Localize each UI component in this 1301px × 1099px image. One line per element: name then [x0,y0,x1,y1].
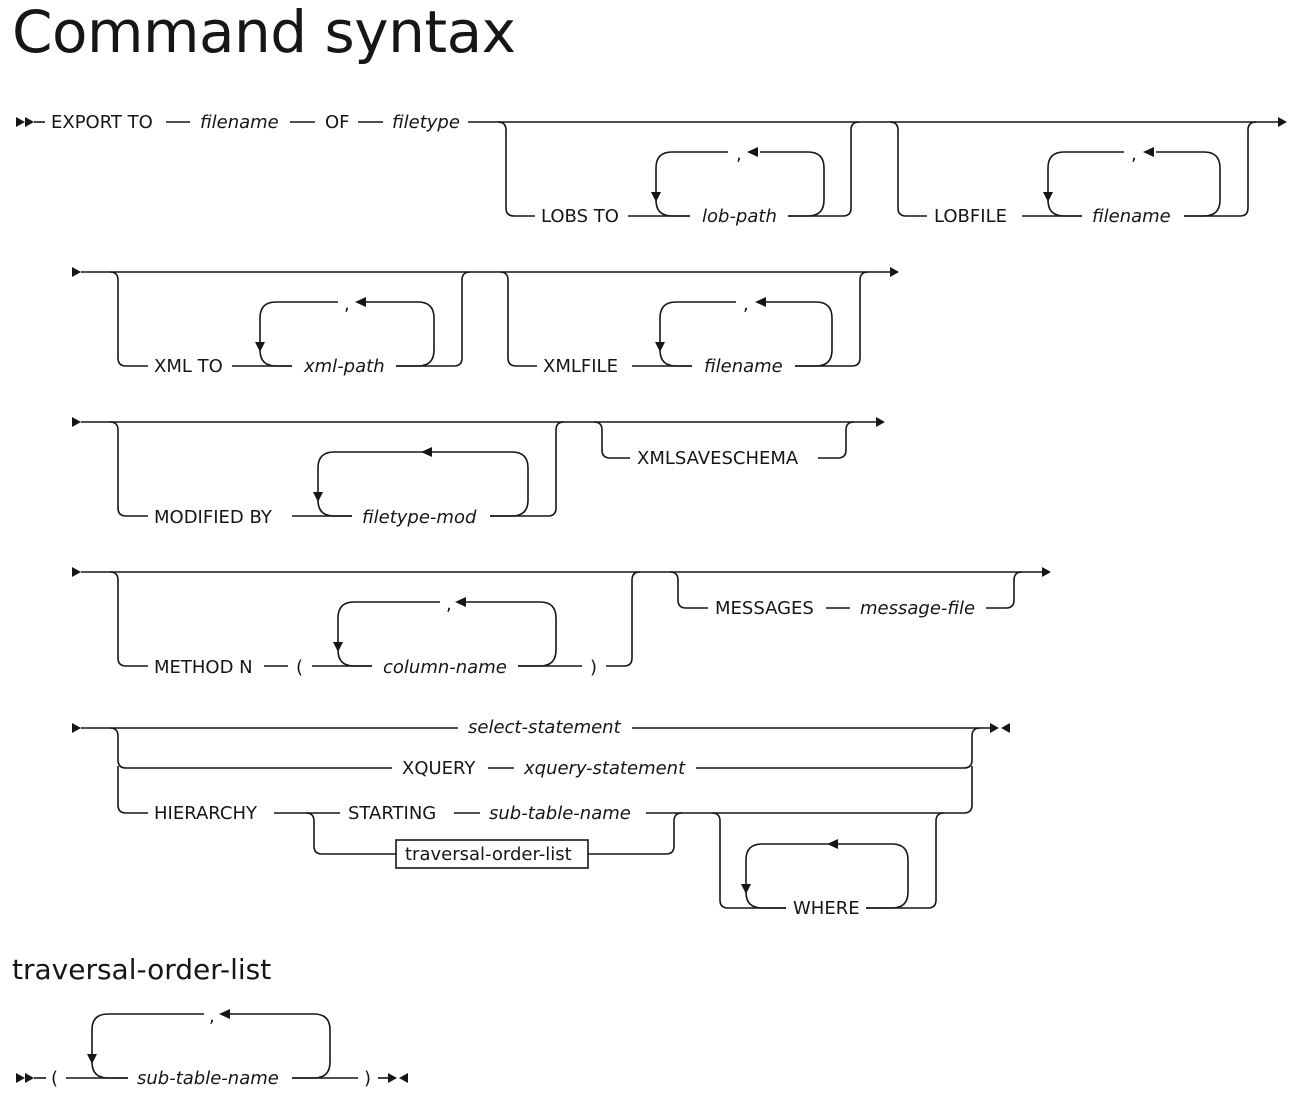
keyword-export-to: EXPORT TO [51,112,153,133]
loop-arrow-icon [651,192,661,202]
repeat-separator-comma: , [736,144,742,165]
keyword-messages: MESSAGES [715,598,814,619]
keyword-of: OF [325,112,350,133]
keyword-starting: STARTING [348,803,436,824]
var-xmlfile-filename: filename [704,356,783,377]
continue-arrow-icon [1042,567,1051,577]
var-filename: filename [200,112,279,133]
var-xml-path: xml-path [303,356,385,377]
loop-arrow-icon [741,884,751,894]
continue-arrow-icon [876,417,885,427]
var-filetype-mod: filetype-mod [362,507,477,528]
keyword-method-n: METHOD N [154,657,253,678]
var-column-name: column-name [383,657,507,678]
var-sub-table-name: sub-table-name [489,803,631,824]
page-title: Command syntax [12,0,516,66]
continue-in-arrow-icon [72,267,81,277]
row-2-xml-to: XML TO xml-path , XMLFILE filename , [72,267,899,377]
var-select-statement: select-statement [468,717,622,738]
end-arrow-icon [388,1073,397,1083]
repeat-separator-comma: , [344,294,350,315]
keyword-hierarchy: HIERARCHY [154,803,258,824]
var-message-file: message-file [860,598,975,619]
continue-in-arrow-icon [72,567,81,577]
repeat-separator-comma: , [209,1006,215,1027]
row-3-modified-by: MODIFIED BY filetype-mod XMLSAVESCHEMA [72,417,885,528]
loop-arrow-icon [827,839,838,849]
loop-arrow-icon [355,297,366,307]
keyword-xmlfile: XMLFILE [543,356,618,377]
keyword-xml-to: XML TO [154,356,223,377]
keyword-xmlsaveschema: XMLSAVESCHEMA [637,448,799,469]
row-1-export-to: EXPORT TO filename OF filetype LOBS TO l… [16,112,1287,227]
row-5-statement: select-statement XQUERY xquery-statement… [72,717,1010,919]
var-filetype: filetype [392,112,460,133]
var-lob-path: lob-path [702,206,777,227]
start-arrow-icon [25,1073,34,1083]
row-4-method-n: METHOD N ( column-name ) , MESSAGES mess… [72,567,1051,678]
continue-in-arrow-icon [72,417,81,427]
keyword-modified-by: MODIFIED BY [154,507,273,528]
keyword-xquery: XQUERY [402,758,476,779]
continue-arrow-icon [1278,117,1287,127]
loop-arrow-icon [219,1009,230,1019]
loop-arrow-icon [333,642,343,652]
start-arrow-icon [16,117,25,127]
end-arrow-icon [990,723,999,733]
close-paren: ) [590,657,597,678]
keyword-lobfile: LOBFILE [934,206,1007,227]
fragment-title: traversal-order-list [12,953,272,986]
loop-arrow-icon [313,492,323,502]
repeat-separator-comma: , [1131,144,1137,165]
fragment-traversal-order-list: ( sub-table-name ) , [16,1006,408,1089]
close-paren: ) [364,1068,371,1089]
keyword-lobs-to: LOBS TO [541,206,619,227]
keyword-where: WHERE [793,898,860,919]
loop-arrow-icon [255,342,265,352]
loop-arrow-icon [747,147,758,157]
continue-arrow-icon [890,267,899,277]
start-arrow-icon [16,1073,25,1083]
repeat-separator-comma: , [743,294,749,315]
loop-arrow-icon [455,597,466,607]
loop-arrow-icon [1143,147,1154,157]
loop-arrow-icon [87,1054,97,1064]
loop-arrow-icon [655,342,665,352]
ref-traversal-order-list: traversal-order-list [405,844,572,865]
continue-in-arrow-icon [72,723,81,733]
start-arrow-icon [25,117,34,127]
open-paren: ( [51,1068,58,1089]
var-xquery-statement: xquery-statement [523,758,686,779]
repeat-separator-comma: , [446,594,452,615]
var-lobfile-filename: filename [1092,206,1171,227]
open-paren: ( [296,657,303,678]
var-sub-table-name: sub-table-name [137,1068,279,1089]
end-arrow-icon [399,1073,408,1083]
end-arrow-icon [1001,723,1010,733]
loop-arrow-icon [421,447,432,457]
loop-arrow-icon [1043,192,1053,202]
loop-arrow-icon [755,297,766,307]
